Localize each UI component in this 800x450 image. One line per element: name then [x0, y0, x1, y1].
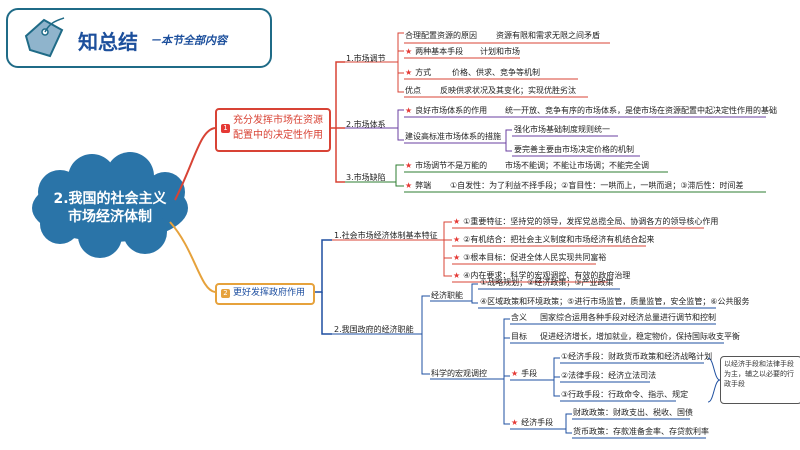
means-3: ③行政手段：行政命令、指示、规定: [561, 390, 689, 399]
regulation-item-2: ★两种基本手段: [405, 47, 464, 56]
feature-3: ★③根本目标：促进全体人民实现共同富裕: [453, 253, 607, 262]
branch1-badge: 1: [221, 124, 230, 133]
star-icon: ★: [511, 418, 519, 427]
star-icon: ★: [453, 253, 461, 262]
regulation-item-2-value: 计划和市场: [480, 47, 520, 56]
basic-features-label: 1.社会市场经济体制基本特征: [334, 231, 438, 240]
regulation-item-1-value: 资源有限和需求无限之间矛盾: [496, 31, 600, 40]
market-system-label: 2.市场体系: [346, 120, 386, 129]
central-topic: 2.我国的社会主义市场经济体制: [53, 191, 167, 225]
system-measure-2: 要完善主要由市场决定价格的机制: [514, 145, 634, 154]
macro-control-label: 科学的宏观调控: [431, 369, 487, 378]
market-defect-label: 3.市场缺陷: [346, 173, 386, 182]
branch1-box: 1 充分发挥市场在资源配置中的决定性作用: [215, 108, 331, 152]
defect-item-1: ★市场调节不是万能的: [405, 161, 488, 170]
means-1: ①经济手段：财政货币政策和经济战略计划: [561, 352, 713, 361]
system-item-2-key: 建设高标准市场体系的措施: [405, 132, 501, 141]
regulation-item-1-key: 合理配置资源的原因: [405, 31, 477, 40]
branch2-badge: 2: [221, 289, 230, 298]
macro-meaning-value: 国家综合运用各种手段对经济总量进行调节和控制: [540, 313, 716, 322]
star-icon: ★: [453, 217, 461, 226]
market-regulation-label: 1.市场调节: [346, 54, 386, 63]
macro-goal-key: 目标: [511, 332, 527, 341]
feature-4: ★④内在要求：科学的宏观调控、有效的政府治理: [453, 271, 631, 280]
means-note-box: 以经济手段和法律手段为主，辅之以必要的行政手段: [720, 356, 800, 404]
regulation-item-4-value: 反映供求状况及其变化；实现优胜劣汰: [440, 86, 576, 95]
monetary-policy: 货币政策：存款准备金率、存贷款利率: [573, 427, 709, 436]
branch2-label: 更好发挥政府作用: [233, 288, 306, 298]
defect-item-2-value: ①自发性：为了利益不择手段；②盲目性：一哄而上，一哄而退；③滞后性：时间差: [450, 181, 744, 190]
means-2: ②法律手段：经济立法司法: [561, 371, 657, 380]
macro-goal-value: 促进经济增长，增加就业，稳定物价，保持国际收支平衡: [540, 332, 740, 341]
branch2-box: 2 更好发挥政府作用: [215, 283, 315, 305]
fiscal-policy: 财政政策：财政支出、税收、国债: [573, 408, 693, 417]
macro-meaning-key: 含义: [511, 313, 527, 322]
system-item-1-value: 统一开放、竞争有序的市场体系，是使市场在资源配置中起决定性作用的基础: [505, 106, 777, 115]
central-cloud: [32, 152, 188, 258]
government-functions-label: 2.我国政府的经济职能: [334, 325, 414, 334]
tag-icon: [24, 17, 65, 58]
branch1-label: 充分发挥市场在资源配置中的决定性作用: [233, 115, 323, 141]
star-icon: ★: [405, 106, 413, 115]
star-icon: ★: [405, 68, 413, 77]
system-measure-1: 强化市场基础制度规则统一: [514, 125, 610, 134]
economic-function-1: ①战略规划；②经济政策；③产业政策: [480, 278, 614, 287]
feature-2: ★②有机结合：把社会主义制度和市场经济有机结合起来: [453, 235, 655, 244]
header-title: 知总结: [78, 30, 138, 54]
regulation-item-3: ★方式: [405, 68, 432, 77]
system-item-1: ★良好市场体系的作用: [405, 106, 488, 115]
star-icon: ★: [405, 161, 413, 170]
regulation-item-3-value: 价格、供求、竞争等机制: [452, 68, 540, 77]
star-icon: ★: [453, 235, 461, 244]
star-icon: ★: [511, 369, 519, 378]
defect-item-2: ★弊端: [405, 181, 432, 190]
feature-1: ★①重要特征：坚持党的领导，发挥党总揽全局、协调各方的领导核心作用: [453, 217, 719, 226]
star-icon: ★: [453, 271, 461, 280]
star-icon: ★: [405, 47, 413, 56]
defect-item-1-value: 市场不能调；不能让市场调；不能完全调: [505, 161, 649, 170]
economic-functions-label: 经济职能: [431, 291, 463, 300]
header-subtitle: －本节全部内容: [150, 34, 227, 47]
economic-means-label: ★经济手段: [511, 418, 554, 427]
economic-function-2: ④区域政策和环境政策；⑤进行市场监管，质量监管，安全监管；⑥公共服务: [480, 297, 750, 306]
macro-means-label: ★手段: [511, 369, 538, 378]
regulation-item-4-key: 优点: [405, 86, 421, 95]
header-banner: 知总结 －本节全部内容: [6, 8, 272, 68]
star-icon: ★: [405, 181, 413, 190]
